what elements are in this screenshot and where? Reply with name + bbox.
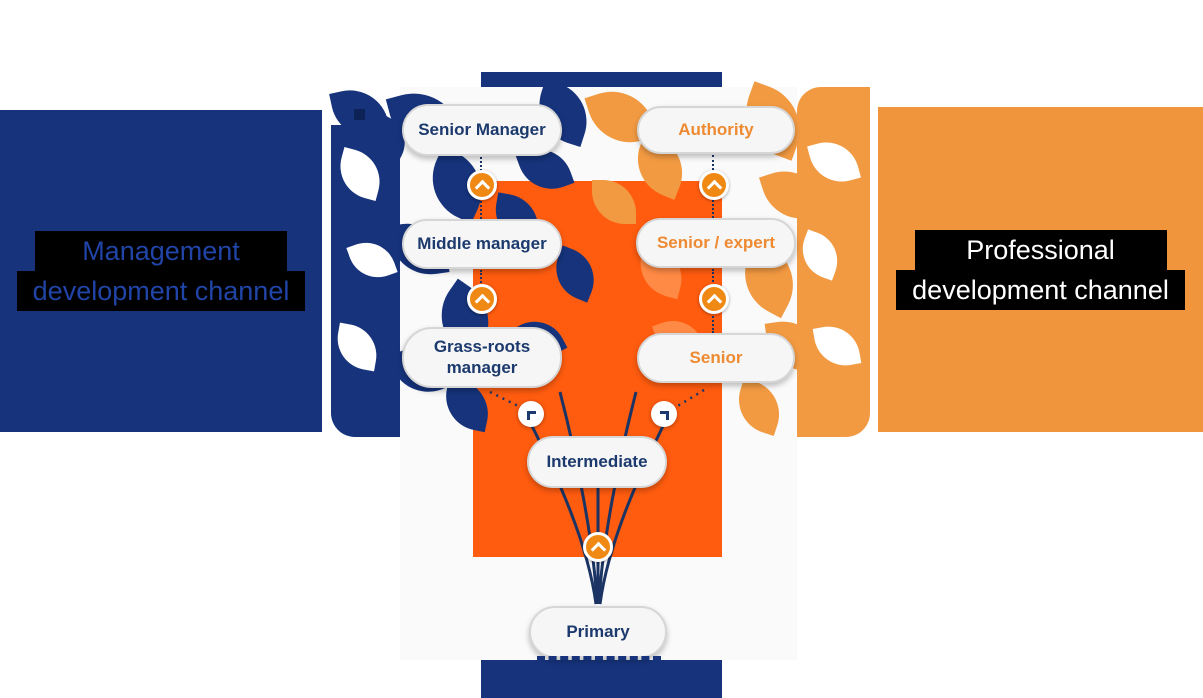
professional-channel-label-line1: Professional [914, 229, 1167, 270]
bottom-divider-bar [481, 660, 722, 698]
node-intermediate: Intermediate [527, 436, 667, 488]
up-chevron-icon [590, 541, 606, 558]
up-arrow-badge-right-2 [699, 284, 729, 314]
up-arrow-badge-right-1 [699, 170, 729, 200]
node-senior-manager: Senior Manager [402, 104, 562, 156]
node-senior-expert: Senior / expert [636, 218, 796, 268]
branch-junction-right [651, 401, 677, 427]
management-channel-label-line1: Management [35, 231, 287, 271]
corner-right-icon [659, 411, 669, 420]
bottom-dashed-line [537, 656, 661, 660]
professional-channel-label-line2: development channel [896, 269, 1185, 310]
up-chevron-icon [706, 179, 722, 196]
corner-left-icon [526, 411, 536, 420]
management-channel-label-line2: development channel [16, 271, 306, 311]
up-arrow-badge-center [583, 532, 613, 562]
node-authority: Authority [637, 106, 795, 154]
list-bullet-square [354, 109, 365, 120]
up-arrow-badge-left-1 [467, 170, 497, 200]
node-primary: Primary [529, 606, 667, 658]
management-channel-panel: Management development channel [0, 110, 322, 432]
node-grass-roots-manager: Grass-roots manager [402, 327, 562, 388]
up-chevron-icon [706, 293, 722, 310]
up-arrow-badge-left-2 [467, 284, 497, 314]
top-divider-bar [481, 72, 722, 87]
professional-channel-panel: Professional development channel [878, 107, 1203, 432]
up-chevron-icon [474, 293, 490, 310]
node-middle-manager: Middle manager [402, 219, 562, 269]
up-chevron-icon [474, 179, 490, 196]
branch-junction-left [518, 401, 544, 427]
node-senior: Senior [637, 333, 795, 383]
